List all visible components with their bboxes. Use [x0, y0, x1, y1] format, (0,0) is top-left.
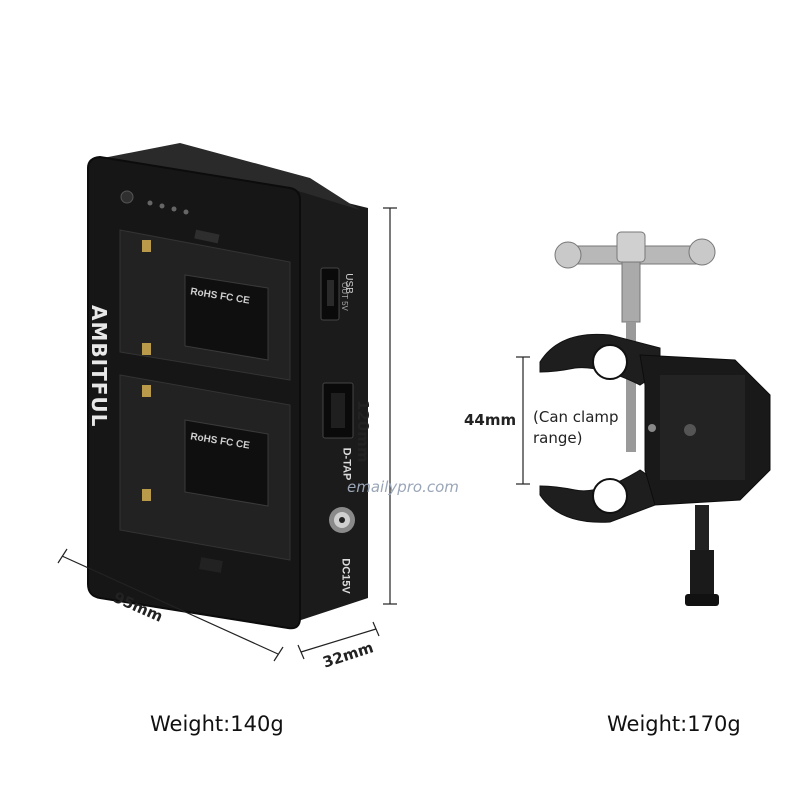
clamp-range-note-line2: range) — [533, 429, 583, 447]
weight-right: Weight:170g — [607, 712, 741, 736]
super-clamp — [539, 231, 771, 606]
dtap-label: D-TAP — [340, 447, 353, 481]
clamp-range-note-line1: (Can clamp — [533, 408, 619, 426]
battery-plate — [87, 143, 368, 630]
dc-label: DC15V — [339, 558, 352, 594]
clamp-range-value: 44mm — [464, 411, 517, 429]
brand-text: AMBITFUL — [87, 305, 111, 428]
watermark: emailypro.com — [347, 478, 459, 496]
height-dimension-label: 120mm — [354, 400, 372, 463]
dimension-lines — [57, 207, 530, 662]
usb-sublabel: OUT 5V — [339, 282, 349, 311]
weight-left: Weight:140g — [150, 712, 284, 736]
